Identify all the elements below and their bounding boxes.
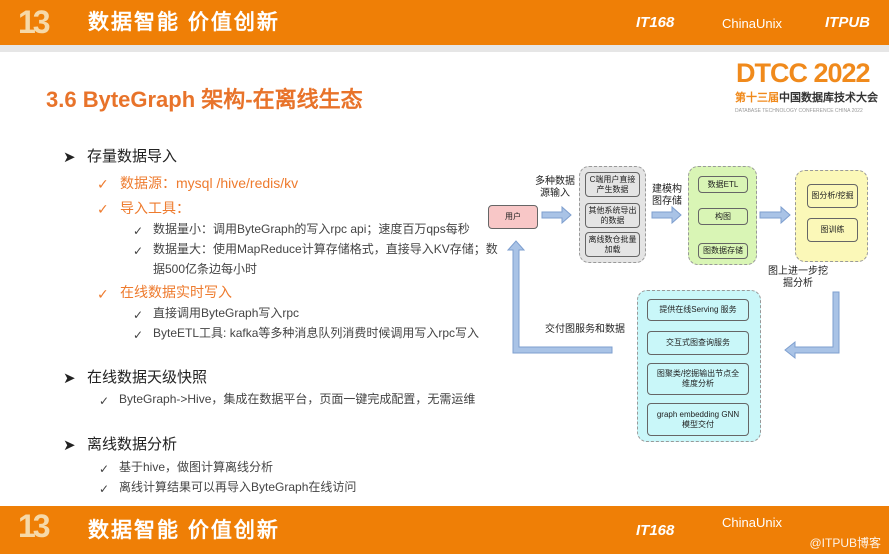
etl-box: 构图 [698,208,748,225]
check-icon: ✓ [99,462,110,476]
arrow-bullet-icon: ➤ [63,370,76,387]
bullet-text: 在线数据实时写入 [120,284,232,300]
bullet-text: 数据量小：调用ByteGraph的写入rpc api；速度百万qps每秒 [153,222,470,236]
service-box: 图聚类/挖掘输出节点全维度分析 [647,363,749,395]
conference-english: DATABASE TECHNOLOGY CONFERENCE CHINA 202… [735,108,863,114]
arrow-icon [759,205,791,225]
service-box: 提供在线Serving 服务 [647,299,749,321]
arrow-bullet-icon: ➤ [63,149,76,166]
subtitle-main: 中国数据库技术大会 [779,92,878,104]
check-icon: ✓ [97,201,109,217]
bullet-text: ByteGraph->Hive，集成在数据平台，页面一键完成配置，无需运维 [119,392,476,406]
anniversary-badge: 13 [18,508,51,544]
bullet-text: 导入工具： [120,200,190,216]
bullet-text: 据500亿条边每小时 [153,262,258,276]
service-box: 交互式图查询服务 [647,331,749,355]
source-box: 离线数仓批量加载 [585,232,640,257]
etl-box: 图数据存储 [698,243,748,259]
bullet-text: 数据量大：使用MapReduce计算存储格式，直接导入KV存储；数 [153,242,498,256]
bullet-text: 存量数据导入 [87,148,178,165]
check-icon: ✓ [133,224,144,238]
page-title: 3.6 ByteGraph 架构-在离线生态 [46,87,363,112]
arrow-icon [784,291,840,360]
dtcc-logo: DTCC 2022 [736,58,871,88]
bullet-text: 在线数据天级快照 [87,369,208,386]
arrow-icon [506,240,613,354]
label-model: 建模构图存储 [652,184,682,207]
sources-group [579,166,646,263]
service-box: graph embedding GNN模型交付 [647,403,749,436]
header-bar: 13 数据智能 价值创新 IT168 ChinaUnix ITPUB [0,0,889,45]
bullet-text: 直接调用ByteGraph写入rpc [153,306,300,320]
logo-it168: IT168 [636,522,675,539]
source-box: C端用户直接产生数据 [585,172,640,197]
footer-bar: 13 数据智能 价值创新 IT168 ChinaUnix @ITPUB博客 [0,506,889,554]
logo-chinaunix: ChinaUnix [722,16,782,31]
slogan: 数据智能 价值创新 [88,519,280,542]
analysis-box: 图分析/挖掘 [807,184,858,208]
bullet-text: 基于hive，做图计算离线分析 [119,460,274,474]
anniversary-badge: 13 [18,4,51,40]
arrow-bullet-icon: ➤ [63,437,76,454]
logo-chinaunix: ChinaUnix [722,515,782,530]
check-icon: ✓ [97,286,109,302]
check-icon: ✓ [133,244,144,258]
bullet-text: 数据源：mysql /hive/redis/kv [120,175,299,191]
check-icon: ✓ [133,328,144,342]
etl-group [688,166,757,265]
logo-it168: IT168 [636,14,675,31]
label-input: 多种数据源输入 [535,176,575,199]
analysis-box: 图训练 [807,218,858,242]
check-icon: ✓ [97,176,109,192]
check-icon: ✓ [99,394,110,408]
check-icon: ✓ [99,482,110,496]
check-icon: ✓ [133,308,144,322]
slogan: 数据智能 价值创新 [88,11,280,34]
subtitle-prefix: 第十三届 [735,92,779,104]
arrow-icon [651,205,682,225]
conference-subtitle: 第十三届中国数据库技术大会 [735,91,878,105]
logo-itpub: ITPUB [825,14,870,31]
label-deliver: 交付图服务和数据 [545,324,625,335]
source-box: 其他系统导出的数据 [585,203,640,228]
watermark: @ITPUB博客 [809,536,881,550]
label-mine: 图上进一步挖掘分析 [768,266,828,289]
etl-box: 数据ETL [698,176,748,193]
user-box: 用户 [488,205,538,229]
header-divider [0,45,889,52]
bullet-text: 离线数据分析 [87,436,178,453]
bullet-text: ByteETL工具: kafka等多种消息队列消费时候调用写入rpc写入 [153,326,480,340]
services-group [637,290,761,442]
arrow-icon [541,205,572,225]
bullet-text: 离线计算结果可以再导入ByteGraph在线访问 [119,480,357,494]
